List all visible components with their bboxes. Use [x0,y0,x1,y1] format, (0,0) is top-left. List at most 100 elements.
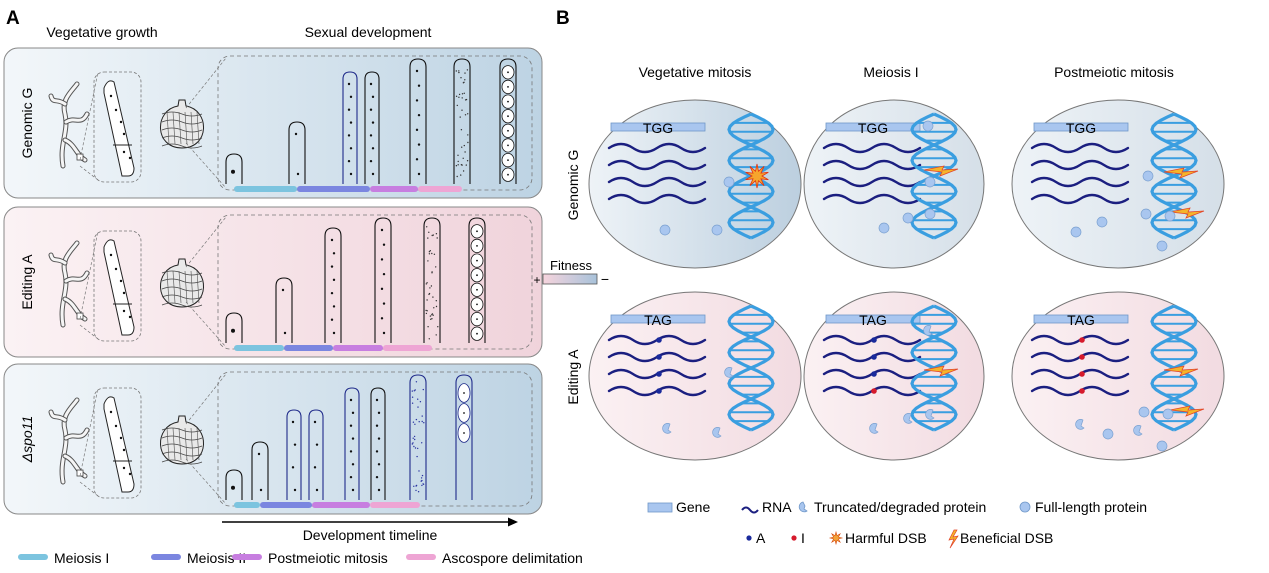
vegetative-nucleus [120,280,122,282]
ascus-dot [430,319,431,320]
adenosine-mark [871,371,877,377]
adenosine-mark [656,388,662,394]
panel-b-column-headings: Vegetative mitosisMeiosis IPostmeiotic m… [639,64,1174,80]
vegetative-nucleus [123,449,125,451]
adenosine-mark [871,354,877,360]
ascus-dot [435,266,436,267]
panel-b-cell: TGG [589,100,801,268]
ascus-dot [421,481,422,482]
ascus-nucleus [378,412,380,414]
ascus-dot [456,96,457,97]
stage-bar [284,345,333,351]
inosine-mark [1079,337,1085,343]
ascus-dot [421,477,422,478]
inosine-mark [1079,354,1085,360]
ascus-dot [422,415,423,416]
ascus-dot [421,442,422,443]
ascus-nucleus [370,160,372,162]
ascus-dot [431,285,432,286]
ascus-dot [461,164,462,165]
ascus-dot [416,419,417,420]
ascus-dot [436,300,437,301]
ascus-nucleus [331,265,333,267]
ascus-dot [428,232,429,233]
panel-b-cell: TAG [1012,292,1224,460]
stage-bar [260,502,312,508]
ascus-dot [427,237,428,238]
ascus-dot [436,306,437,307]
panel-a-row-label: Δspo11 [19,416,35,464]
full-protein [724,177,734,187]
ascus-dot [425,310,426,311]
panel-a-row-background [4,48,542,198]
ascus-nucleus [416,158,418,160]
ascus-dot [428,294,429,295]
ascus-dot [414,439,415,440]
panel-a-row-label: Editing A [19,254,35,310]
ascus-dot [412,443,413,444]
ascus-dot [412,397,413,398]
ascus-dot [458,161,459,162]
ascus-nucleus [260,489,262,491]
ascus-nucleus [352,489,354,491]
ascus-dot [457,176,458,177]
ascus-spore-nucleus [476,318,478,320]
ascus-dot [456,70,457,71]
gene-codon: TAG [859,312,887,328]
ascus-dot [431,253,432,254]
ascus-dot [433,307,434,308]
ascus-spore-nucleus [476,289,478,291]
ascus-spore-nucleus [476,274,478,276]
panel-b-cell: TGG [804,100,984,268]
editing-i-dot-icon [791,535,796,540]
ascus-spore-nucleus [507,115,509,117]
gene-codon: TGG [643,120,673,136]
stage-bar [234,186,297,192]
ascus-dot [416,381,417,382]
ascus-nucleus [370,134,372,136]
ascus-spore-nucleus [463,412,465,414]
panel-b-letter: B [556,8,570,29]
ascus-dot [466,164,467,165]
legend-harmful: Harmful DSB [845,530,927,546]
ascus-dot [463,158,464,159]
ascus-nucleus [378,463,380,465]
legend-full: Full-length protein [1035,499,1147,515]
ascus-nucleus [372,173,374,175]
ascus-dot [462,97,463,98]
panel-a-row-label: Genomic G [19,88,35,159]
ascus-dot [415,490,416,491]
full-protein [1071,227,1081,237]
ascus-dot [460,116,461,117]
ascus-nucleus [376,450,378,452]
ascus-spore-nucleus [507,174,509,176]
full-protein [712,225,722,235]
ascus-dot [422,421,423,422]
ascus-nucleus [292,421,294,423]
ascus-dot [430,250,431,251]
adenosine-mark [871,337,877,343]
panel-a-row-background [4,207,542,357]
ascus-dot [423,484,424,485]
ascus-nucleus [352,412,354,414]
ascus-dot [459,94,460,95]
vegetative-nucleus [123,151,125,153]
ascus-dot [421,485,422,486]
ascus-spore-nucleus [507,159,509,161]
ascus-nucleus [231,486,235,490]
ascus-dot [414,436,415,437]
ascus-dot [427,326,428,327]
stage-legend-swatch [232,554,262,560]
ascus-dot [464,93,465,94]
ascus-nucleus [350,425,352,427]
ascus-dot [463,170,464,171]
full-protein [1103,429,1113,439]
ascus-dot [426,313,427,314]
gene-bar-icon [648,503,672,512]
legend-truncated: Truncated/degraded protein [814,499,986,515]
ascus-nucleus [418,173,420,175]
ascus-nucleus [376,399,378,401]
stage-bar [383,345,432,351]
ascus-dot [460,77,461,78]
full-protein [1163,409,1173,419]
